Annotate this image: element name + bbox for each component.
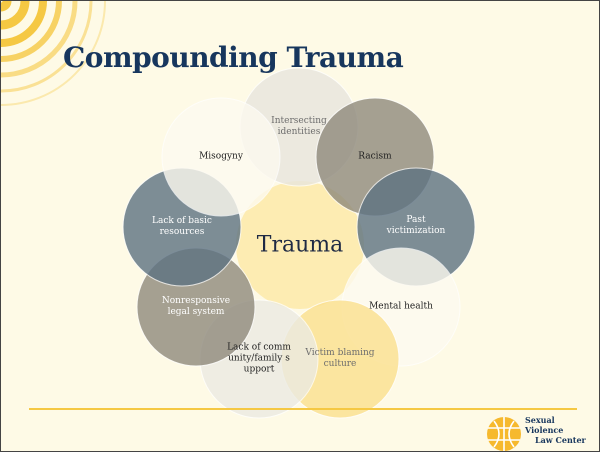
node-label-past-victimization: Past victimization [386,215,446,236]
organization-logo: Sexual Violence Law Center [485,413,597,451]
corner-arc-decoration [1,1,106,106]
slide-title: Compounding Trauma [63,41,404,74]
center-circle [236,181,364,309]
node-label-nonresponsive-legal-system: Nonresponsive legal system [161,296,231,317]
node-circle-misogyny [161,97,281,217]
logo-text-line1: Sexual [525,415,555,425]
node-label-lack-of-basic-resources: Lack of basic resources [152,216,212,237]
node-label-community-family-support: Lack of community/family support [227,342,291,375]
node-label-victim-blaming-culture: Victim blaming culture [305,348,375,369]
logo-text: Sexual Violence Law Center [525,415,586,445]
node-label-racism: Racism [358,151,392,162]
node-label-intersecting-identities: Intersecting identities [271,116,327,137]
node-label-mental-health: Mental health [369,301,433,312]
center-label: Trauma [256,232,344,258]
globe-logo-icon [487,417,521,451]
logo-text-line3: Law Center [535,435,586,445]
footer-divider [29,408,577,410]
node-label-misogyny: Misogyny [199,151,243,162]
logo-text-line2: Violence [525,425,564,435]
